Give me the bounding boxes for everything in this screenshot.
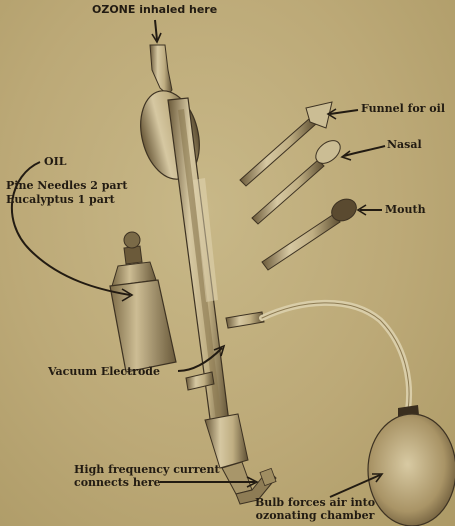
label-mouth: Mouth: [385, 204, 426, 216]
label-oil-line2: Eucalyptus 1 part: [6, 194, 115, 206]
label-ozone: OZONE inhaled here: [92, 4, 217, 16]
nasal-arrow: [344, 146, 385, 156]
funnel-attachment: [240, 102, 332, 186]
label-high-frequency-line1: High frequency current: [74, 464, 220, 476]
label-oil-title: OIL: [44, 156, 66, 168]
rubber-tube: [262, 303, 409, 410]
nasal-attachment: [252, 136, 345, 224]
label-oil-line1: Pine Needles 2 part: [6, 180, 127, 192]
ozone-arrow: [155, 20, 157, 40]
label-vacuum-electrode: Vacuum Electrode: [48, 366, 160, 378]
label-nasal: Nasal: [387, 139, 422, 151]
label-high-frequency-line2: connects here: [74, 477, 161, 489]
label-bulb-line1: Bulb forces air into: [240, 497, 390, 509]
oil-bottle: [110, 232, 176, 372]
label-bulb-line2: ozonating chamber: [240, 510, 390, 522]
label-funnel: Funnel for oil: [361, 103, 445, 115]
